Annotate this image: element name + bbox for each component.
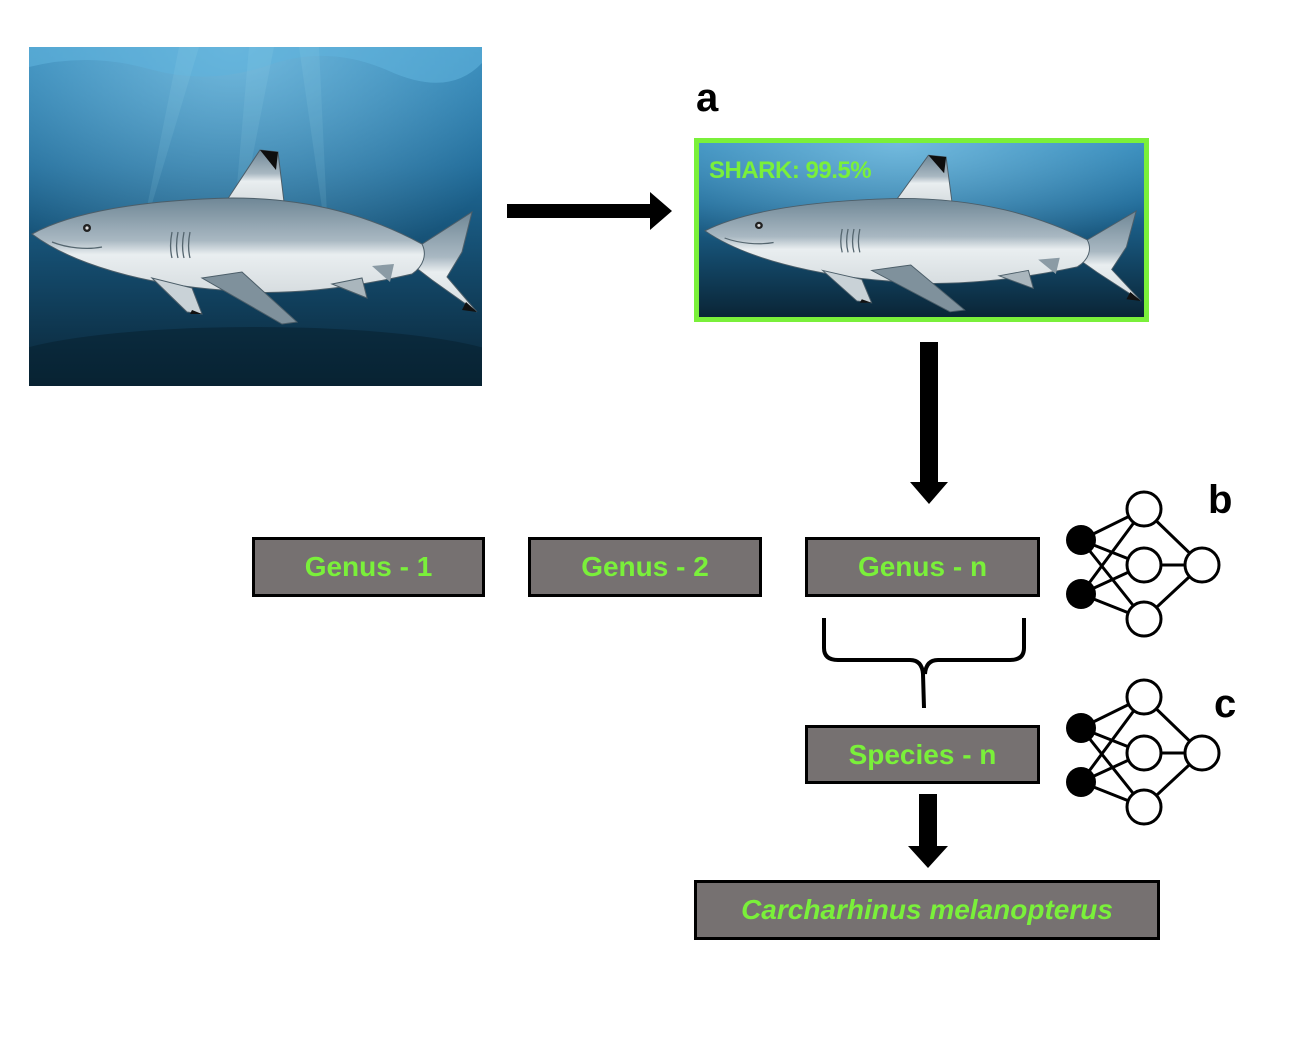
right-arrow-icon xyxy=(507,192,672,230)
down-arrow-icon-2 xyxy=(908,794,948,868)
detection-label: SHARK: 99.5% xyxy=(709,157,872,184)
panel-label-a: a xyxy=(696,76,719,120)
curly-brace xyxy=(822,618,1026,709)
detected-shark-crop xyxy=(699,143,1144,317)
panel-label-c: c xyxy=(1214,682,1237,726)
species-box: Species - n xyxy=(805,725,1040,784)
neural-network-icon-b xyxy=(1066,490,1221,638)
species-result-box: Carcharhinus melanopterus xyxy=(694,880,1160,940)
genus-box-n: Genus - n xyxy=(805,537,1040,597)
panel-label-b: b xyxy=(1208,478,1233,522)
genus-box-1: Genus - 1 xyxy=(252,537,485,597)
genus-box-2: Genus - 2 xyxy=(528,537,762,597)
down-arrow-icon xyxy=(910,342,948,504)
neural-network-icon-c xyxy=(1066,678,1221,826)
input-shark-photo xyxy=(0,47,515,407)
detection-bounding-box: SHARK: 99.5% xyxy=(694,138,1149,322)
